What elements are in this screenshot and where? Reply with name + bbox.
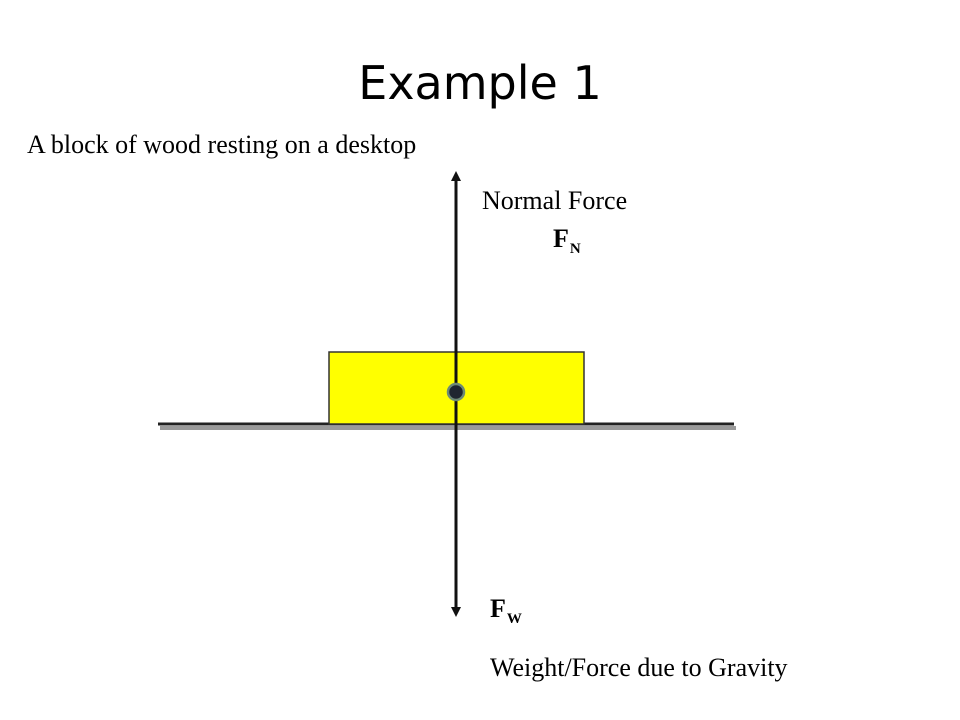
center-of-mass-dot [446, 382, 466, 402]
weight-force-symbol-main: F [490, 594, 506, 623]
weight-force-subscript: W [506, 611, 522, 627]
weight-force-label: Weight/Force due to Gravity [490, 653, 788, 682]
slide-title: Example 1 [358, 56, 602, 110]
normal-force-symbol-main: F [553, 224, 569, 253]
normal-force-subscript: N [569, 241, 581, 257]
slide-subtitle: A block of wood resting on a desktop [27, 130, 417, 159]
normal-force-symbol: FN [553, 224, 581, 258]
weight-force-symbol: FW [490, 594, 522, 628]
normal-force-label: Normal Force [482, 186, 628, 215]
